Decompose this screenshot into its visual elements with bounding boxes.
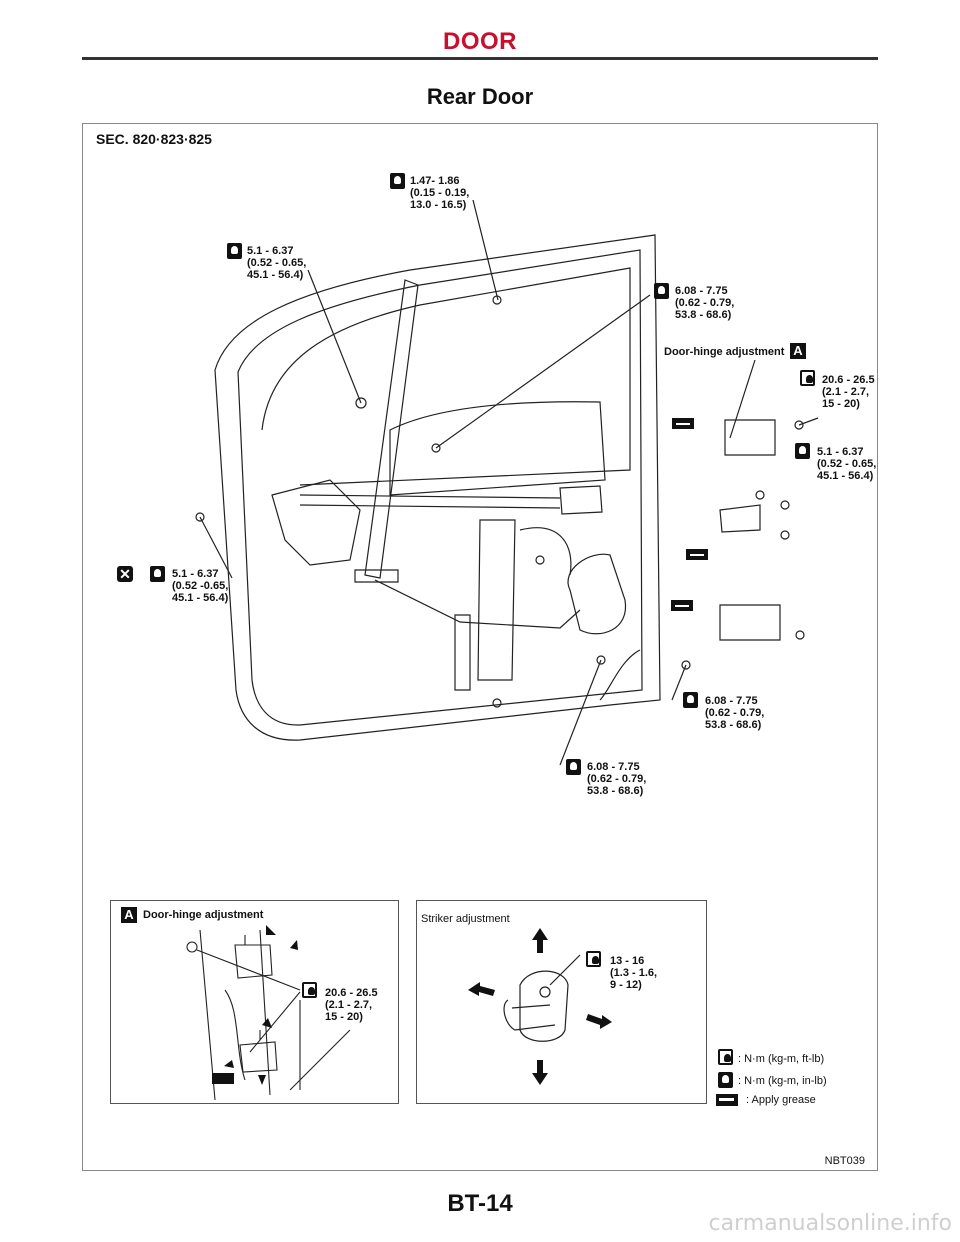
adjust-arrows <box>468 928 612 1085</box>
page-number: BT-14 <box>447 1190 513 1217</box>
header-rule <box>82 57 878 60</box>
callout-glass-bolt: 6.08 - 7.75 (0.62 - 0.79, 53.8 - 68.6) <box>675 285 735 321</box>
torque-icon <box>800 370 815 386</box>
figure-id: NBT039 <box>824 1155 865 1167</box>
watermark: carmanualsonline.info <box>708 1211 952 1236</box>
door-lock-assembly <box>271 479 361 566</box>
torque-icon <box>390 173 405 189</box>
badge-a-icon: A <box>790 343 806 359</box>
control-rod-lower <box>299 504 561 509</box>
badge-a-icon: A <box>121 907 137 923</box>
replace-part-icon: ✕ <box>117 566 133 582</box>
torque-icon <box>302 982 317 998</box>
callout-window-bolt: 1.47- 1.86 (0.15 - 0.19, 13.0 - 16.5) <box>410 175 470 211</box>
torque-icon <box>566 759 581 775</box>
door-inner-outline <box>237 249 643 726</box>
leader-hinge-nut <box>798 417 819 426</box>
section-label: SEC. 820·823·825 <box>96 131 212 147</box>
leader-glass-bolt <box>435 294 651 449</box>
regulator-motor <box>567 553 627 635</box>
run-channel-lower <box>354 569 399 583</box>
torque-inlb-icon <box>718 1072 733 1088</box>
regulator-bracket <box>454 614 471 691</box>
callout-regulator-right: 6.08 - 7.75 (0.62 - 0.79, 53.8 - 68.6) <box>705 695 765 731</box>
callout-lock-screw: 5.1 - 6.37 (0.52 -0.65, 45.1 - 56.4) <box>172 568 229 604</box>
leader-window-bolt <box>472 199 499 301</box>
door-lower-edge <box>374 579 581 629</box>
motor-harness <box>519 527 572 576</box>
inside-handle <box>559 485 603 515</box>
legend-ftlb: : N·m (kg-m, ft-lb) <box>738 1053 825 1065</box>
window-regulator-rail <box>477 519 516 681</box>
leader-reg-right <box>671 664 687 701</box>
leader-reg-bottom <box>559 659 602 766</box>
torque-icon <box>227 243 242 259</box>
grease-icon <box>716 1094 738 1106</box>
callout-regulator-bottom: 6.08 - 7.75 (0.62 - 0.79, 53.8 - 68.6) <box>587 761 647 797</box>
page-header: DOOR <box>0 0 960 62</box>
callout-hinge-adjustment: Door-hinge adjustment <box>664 346 785 358</box>
leader-hinge-adj <box>729 359 756 439</box>
callout-hinge-upper-nut: 20.6 - 26.5 (2.1 - 2.7, 15 - 20) <box>822 374 875 410</box>
page-title: Rear Door <box>426 84 534 109</box>
section-title: DOOR <box>443 28 517 55</box>
legend-grease: : Apply grease <box>746 1094 816 1106</box>
window-frame <box>261 267 631 486</box>
leader-lock-screw <box>199 516 233 579</box>
callout-regulator-upper: 5.1 - 6.37 (0.52 - 0.65, 45.1 - 56.4) <box>247 245 307 281</box>
legend-inlb: : N·m (kg-m, in-lb) <box>738 1075 827 1087</box>
inset-hinge-title: Door-hinge adjustment <box>143 909 264 921</box>
harness-lower <box>599 649 641 701</box>
inset-hinge-torque: 20.6 - 26.5 (2.1 - 2.7, 15 - 20) <box>325 987 378 1023</box>
torque-icon <box>654 283 669 299</box>
lower-hinge <box>719 604 781 641</box>
leader-regulator-upper <box>307 269 362 404</box>
figure-frame <box>82 123 878 1171</box>
torque-icon <box>150 566 165 582</box>
window-glass <box>389 401 606 496</box>
torque-icon <box>586 951 601 967</box>
inset-hinge-adjustment <box>110 900 399 1104</box>
upper-hinge <box>724 419 776 456</box>
inset-striker-adjustment <box>416 900 707 1104</box>
torque-ftlb-icon <box>718 1049 733 1065</box>
door-outline <box>214 234 661 741</box>
glass-run-channel <box>364 279 419 579</box>
torque-icon <box>683 692 698 708</box>
control-rod-upper <box>299 494 561 499</box>
inset-striker-title: Striker adjustment <box>421 913 510 925</box>
torque-icon <box>795 443 810 459</box>
check-link <box>719 504 761 533</box>
callout-hinge-check: 5.1 - 6.37 (0.52 - 0.65, 45.1 - 56.4) <box>817 446 877 482</box>
inset-striker-torque: 13 - 16 (1.3 - 1.6, 9 - 12) <box>610 955 658 991</box>
